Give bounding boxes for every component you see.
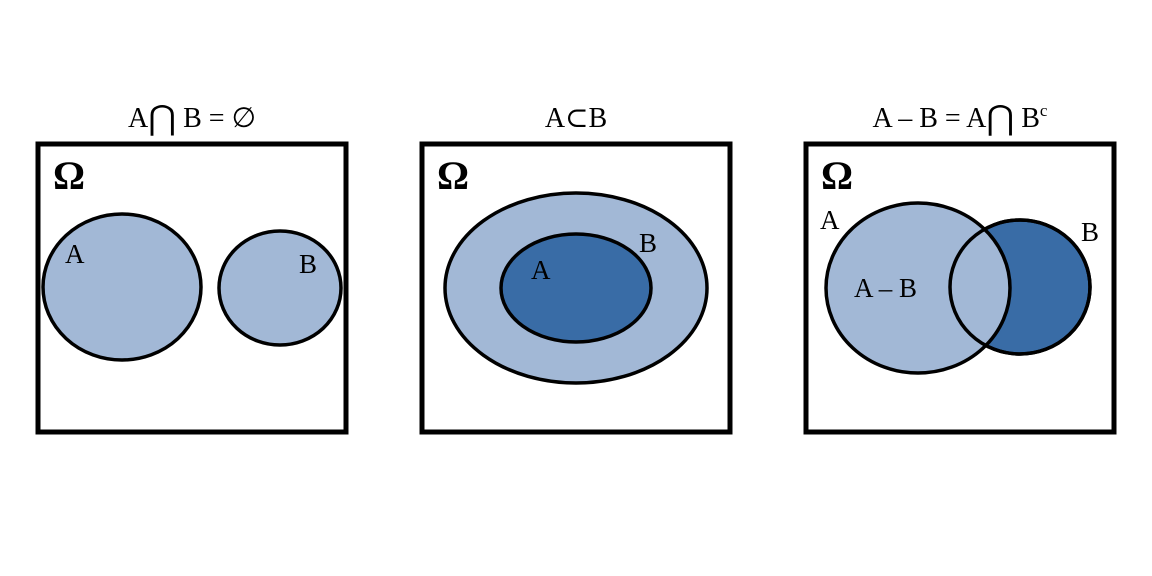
universe-box-3: [803, 141, 1117, 435]
set-a-label-2: A: [531, 255, 551, 285]
caption-disjoint: A⋂ B = ∅: [128, 100, 256, 137]
panel-disjoint: A⋂ B = ∅ Ω A B: [35, 100, 349, 435]
set-b-label-2: B: [639, 228, 657, 258]
universe-label-2: Ω: [437, 153, 469, 198]
set-a-label-1: A: [65, 239, 85, 269]
caption-subset: A⊂B: [545, 103, 607, 134]
set-b-label-1: B: [299, 249, 317, 279]
caption-difference: A – B = A⋂ Bc: [873, 100, 1048, 137]
set-b-circle-1: [217, 229, 343, 347]
set-b-label-3: B: [1081, 217, 1099, 247]
set-a-label-3: A: [820, 205, 840, 235]
universe-label-3: Ω: [821, 153, 853, 198]
universe-box-2: [419, 141, 733, 435]
set-a-ellipse-2: [499, 232, 653, 344]
set-a-circle-1: [41, 212, 203, 362]
universe-box-1: [35, 141, 349, 435]
panel-subset: A⊂B Ω A B: [419, 103, 733, 435]
set-b-outline-3: [948, 218, 1092, 356]
panel-difference: A – B = A⋂ Bc Ω A B A – B: [803, 100, 1117, 435]
difference-label-3: A – B: [854, 273, 917, 303]
universe-label-1: Ω: [53, 153, 85, 198]
